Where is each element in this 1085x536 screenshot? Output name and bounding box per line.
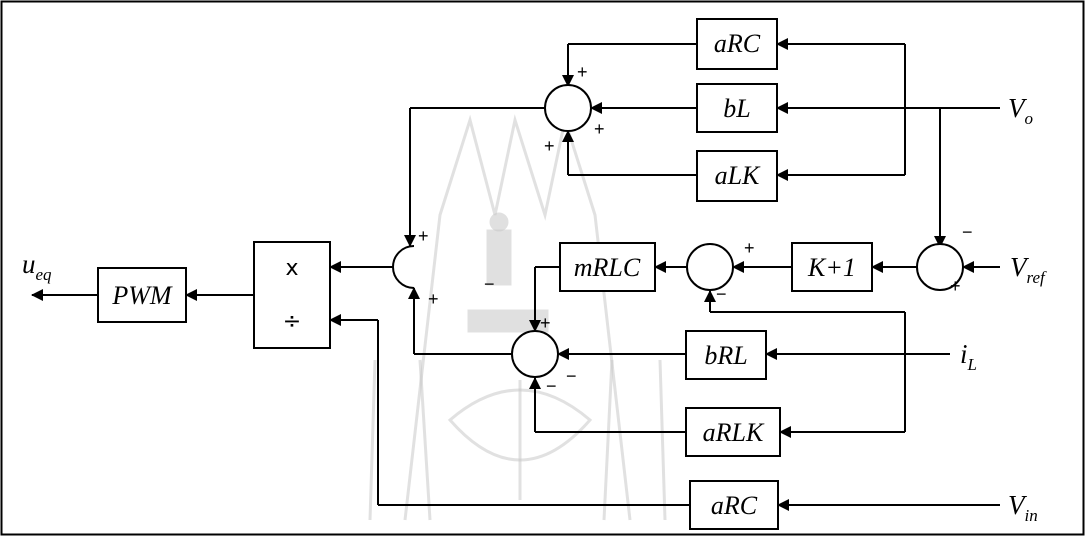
block-divider: x ÷ [254,242,330,348]
signal-vin: Vin [1008,490,1038,525]
block-arc-top: aRC [697,19,777,69]
svg-text:+: + [428,289,439,309]
svg-text:+: + [950,276,961,296]
svg-text:−: − [962,222,973,242]
svg-text:mRLC: mRLC [574,253,641,282]
svg-text:−: − [566,366,577,386]
svg-text:aRLK: aRLK [703,418,765,447]
block-alk: aLK [697,151,777,201]
divide-symbol: ÷ [283,309,301,334]
block-bl: bL [697,84,777,132]
signal-vref: Vref [1010,252,1047,287]
svg-text:+: + [744,238,755,258]
svg-text:bL: bL [723,94,750,123]
summing-junction-main [393,246,414,288]
svg-text:+: + [544,136,555,156]
svg-text:aRC: aRC [711,491,758,520]
block-arc-bottom: aRC [690,481,778,529]
signal-il: iL [960,339,977,374]
summing-junction-current [512,331,558,377]
summing-junction-top [545,85,591,131]
svg-text:−: − [716,284,727,304]
signal-u-eq: ueq [22,249,52,284]
block-k-plus-1: K+1 [792,243,872,291]
svg-text:aRC: aRC [714,29,761,58]
svg-text:−: − [484,274,495,294]
svg-text:aLK: aLK [715,161,761,190]
svg-text:−: − [546,376,557,396]
svg-text:bRL: bRL [704,341,747,370]
svg-text:K+1: K+1 [807,253,856,282]
block-arlk: aRLK [686,408,780,456]
signal-vo: Vo [1008,93,1033,128]
block-brl: bRL [686,331,766,379]
svg-text:+: + [540,313,551,333]
svg-text:+: + [594,119,605,139]
svg-text:PWM: PWM [111,281,173,310]
block-mrlc: mRLC [560,243,655,291]
svg-text:+: + [577,62,588,82]
block-pwm: PWM [98,268,186,322]
svg-text:+: + [418,226,429,246]
multiply-symbol: x [285,256,298,281]
